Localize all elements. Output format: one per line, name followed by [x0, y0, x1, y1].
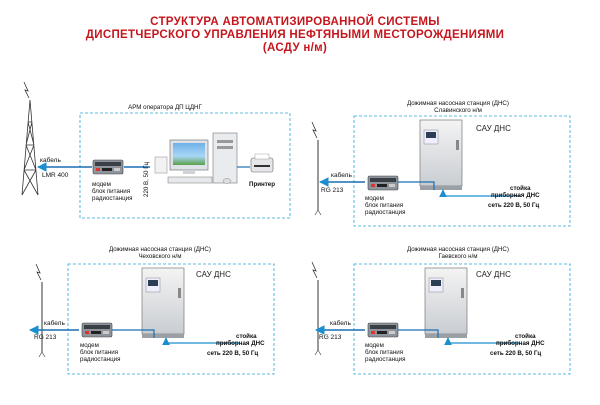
station-gaevsky: Дожимная насосная станция (ДНС) Гаевског…: [311, 246, 571, 375]
station-2-modem-3: радиостанция: [80, 356, 120, 363]
station-1-rack-2: приборная ДНС: [491, 192, 540, 199]
station-3-cabinet-icon: [424, 267, 468, 339]
station-1-sau: САУ ДНС: [476, 124, 511, 133]
title-line-2: ДИСПЕТЧЕРСКОГО УПРАВЛЕНИЯ НЕФТЯНЫМИ МЕСТ…: [86, 29, 504, 41]
station-1-cabinet-icon: [419, 119, 463, 191]
station-slavinsky: Дожимная насосная станция (ДНС) Славинск…: [311, 100, 571, 227]
central-modem-line-3: радиостанция: [92, 195, 132, 202]
station-2-title-1: Дожимная насосная станция (ДНС): [109, 246, 211, 253]
station-2-frame: [67, 263, 275, 375]
station-1-rack-1: стойка: [510, 185, 531, 192]
station-1-antenna-icon: [311, 121, 322, 216]
station-1-link-line: [398, 181, 435, 190]
station-3-link-line: [398, 329, 439, 338]
central-frame: [79, 112, 291, 219]
station-1-title-1: Дожимная насосная станция (ДНС): [407, 100, 509, 107]
station-2-modem-1: модем: [80, 342, 99, 349]
station-2-cable-type: RG 213: [34, 334, 57, 341]
station-2-power: сеть 220 В, 50 Гц: [207, 350, 258, 357]
station-2-modem-icon: [81, 322, 113, 338]
station-2-rack-2: приборная ДНС: [216, 340, 265, 347]
station-2-rack-1: стойка: [236, 333, 257, 340]
station-3-frame: [353, 263, 571, 375]
computer-icon: [154, 132, 238, 184]
station-1-title-2: Славинского н/м: [434, 107, 482, 114]
central-cable-type: LMR 400: [42, 172, 69, 179]
station-3-modem-icon: [367, 322, 399, 338]
station-2-cabinet-icon: [141, 267, 185, 339]
station-1-rack-line: [439, 189, 520, 198]
station-3-cable-type: RG 213: [319, 334, 342, 341]
station-3-modem-2: блок питания: [365, 349, 403, 356]
station-3-title-2: Гаевского н/м: [438, 253, 477, 260]
station-2-sau: САУ ДНС: [196, 270, 231, 279]
central-modem-line-1: модем: [92, 181, 111, 188]
station-2-antenna-icon: [35, 263, 46, 358]
station-1-modem-3: радиостанция: [365, 209, 405, 216]
station-3-power: сеть 220 В, 50 Гц: [490, 350, 541, 357]
station-1-frame: [353, 115, 571, 227]
printer-icon: [250, 153, 274, 173]
central-operator-station: АРМ оператора ДП ЦДНГ кабель LMR 400 мод…: [21, 81, 291, 219]
station-chekhovsky: Дожимная насосная станция (ДНС) Чеховско…: [29, 246, 275, 375]
station-1-cable-type: RG 213: [321, 187, 344, 194]
station-1-modem-1: модем: [365, 195, 384, 202]
station-3-modem-1: модем: [365, 342, 384, 349]
station-3-modem-3: радиостанция: [365, 356, 405, 363]
station-3-antenna-icon: [311, 261, 322, 356]
central-title: АРМ оператора ДП ЦДНГ: [128, 104, 202, 111]
central-power-label: 220 В, 50 Гц: [143, 161, 150, 197]
station-3-sau: САУ ДНС: [476, 270, 511, 279]
station-3-rack-line: [444, 337, 520, 346]
station-1-modem-icon: [367, 175, 399, 191]
central-cable-label: кабель: [40, 156, 61, 164]
station-1-power: сеть 220 В, 50 Гц: [488, 202, 539, 209]
station-2-modem-2: блок питания: [80, 349, 118, 356]
central-modem-line-2: блок питания: [92, 188, 130, 195]
station-1-modem-2: блок питания: [365, 202, 403, 209]
station-2-cable-label: кабель: [44, 319, 65, 327]
central-modem-icon: [92, 159, 124, 175]
station-3-rack-1: стойка: [515, 333, 536, 340]
station-3-title-1: Дожимная насосная станция (ДНС): [407, 246, 509, 253]
station-1-cable-label: кабель: [331, 171, 352, 179]
title-line-1: СТРУКТУРА АВТОМАТИЗИРОВАННОЙ СИСТЕМЫ: [150, 15, 440, 28]
station-3-cable-label: кабель: [330, 319, 351, 327]
station-2-link-line: [112, 329, 155, 338]
station-3-rack-2: приборная ДНС: [496, 340, 545, 347]
title-line-3: (АСДУ н/м): [263, 42, 327, 54]
antenna-tower-icon: [21, 81, 39, 196]
printer-label: Принтер: [249, 181, 275, 188]
station-2-rack-line: [162, 337, 240, 346]
station-2-title-2: Чеховского н/м: [138, 253, 181, 260]
